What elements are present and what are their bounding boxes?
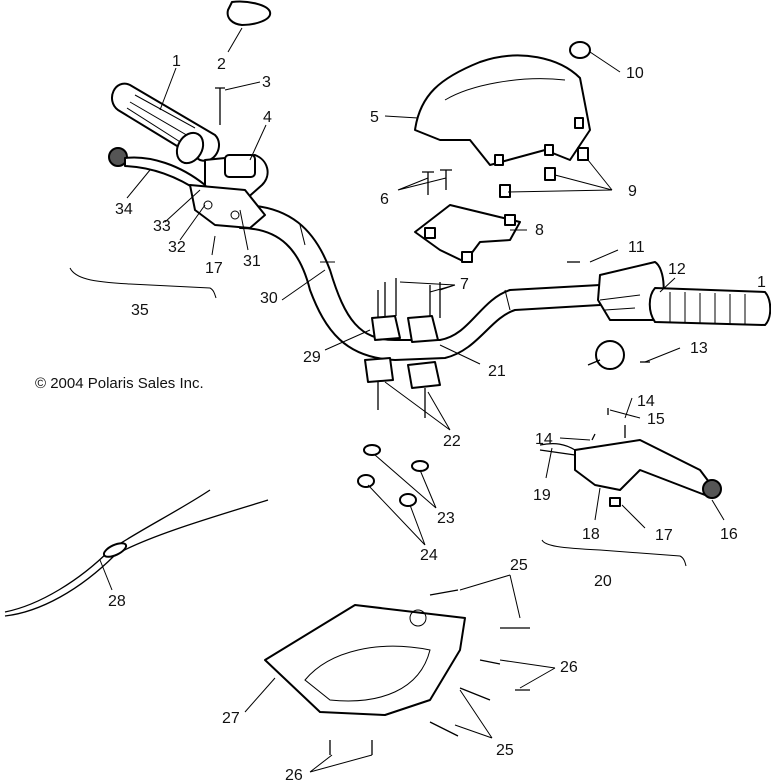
callout-17-left: 17 (205, 260, 223, 277)
switch-cap (226, 0, 272, 26)
copyright-notice: © 2004 Polaris Sales Inc. (35, 375, 204, 392)
callout-14-left: 14 (535, 431, 553, 448)
callout-15: 15 (647, 411, 665, 428)
callout-32: 32 (168, 239, 186, 256)
left-grip (111, 82, 220, 165)
callout-5: 5 (370, 109, 379, 126)
callout-26-bottom: 26 (285, 767, 303, 784)
right-switch-parts (587, 340, 650, 441)
callout-11: 11 (628, 239, 645, 256)
callout-7: 7 (460, 276, 469, 293)
callout-25-top: 25 (510, 557, 528, 574)
screws-25-26 (329, 589, 530, 755)
callout-8: 8 (535, 222, 544, 239)
callout-24: 24 (420, 547, 438, 564)
callout-17-right: 17 (655, 527, 673, 544)
callout-25-bottom: 25 (496, 742, 514, 759)
callout-4: 4 (263, 109, 272, 126)
callout-9: 9 (628, 183, 637, 200)
callout-10: 10 (626, 65, 644, 82)
retaining-pin (215, 87, 225, 125)
callout-14-right: 14 (637, 393, 655, 410)
callout-20: 20 (594, 573, 612, 590)
callout-30: 30 (260, 290, 278, 307)
lower-clamps (364, 357, 441, 418)
callout-21: 21 (488, 363, 506, 380)
callout-26-right: 26 (560, 659, 578, 676)
callout-29: 29 (303, 349, 321, 366)
group-bracket-20 (541, 539, 687, 567)
leader-lines (99, 27, 725, 773)
callout-3: 3 (262, 74, 271, 91)
callout-1-right: 1 (757, 274, 766, 291)
upper-clamps (371, 315, 439, 343)
callout-19: 19 (533, 487, 551, 504)
callout-18: 18 (582, 526, 600, 543)
callout-28: 28 (108, 593, 126, 610)
lower-cover (264, 604, 466, 716)
callout-2: 2 (217, 56, 226, 73)
callout-13: 13 (690, 340, 708, 357)
callout-6: 6 (380, 191, 389, 208)
callout-34: 34 (115, 201, 133, 218)
callout-12: 12 (668, 261, 686, 278)
master-cylinder-left (189, 184, 266, 229)
callout-35: 35 (131, 302, 149, 319)
callout-23: 23 (437, 510, 455, 527)
headlight-pod-cover (414, 54, 591, 166)
speed-nut-clips (499, 147, 589, 198)
washers-nuts (357, 444, 429, 507)
grommet (569, 41, 591, 59)
callout-27: 27 (222, 710, 240, 727)
callout-31: 31 (243, 253, 261, 270)
throttle-cable (4, 489, 269, 617)
callout-1-left: 1 (172, 53, 181, 70)
right-grip (648, 287, 771, 326)
callout-labels: 1 2 3 4 5 6 7 8 9 10 11 12 1 13 14 14 15… (108, 53, 766, 784)
brake-lever-right (539, 439, 722, 507)
screws-6 (422, 169, 452, 195)
mounting-bracket (414, 204, 521, 263)
callout-33: 33 (153, 218, 171, 235)
callout-16: 16 (720, 526, 738, 543)
callout-22: 22 (443, 433, 461, 450)
group-bracket-35 (69, 267, 217, 299)
